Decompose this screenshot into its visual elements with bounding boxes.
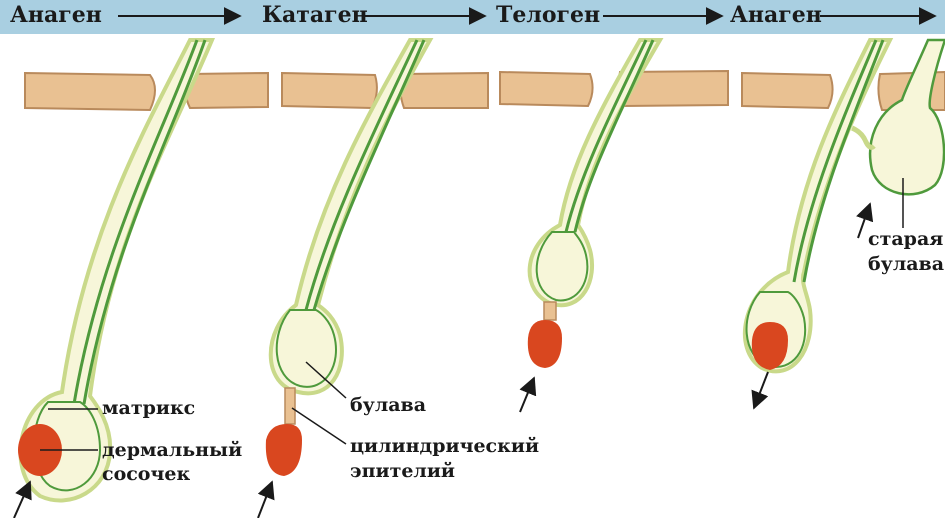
telogen-follicle [500,40,728,412]
label-old-club-line1: старая [868,228,943,251]
label-epithelium-line2: эпителий [350,460,455,483]
stage-label-anagen: Анаген [10,2,102,28]
skin-segment [185,73,268,108]
stage-label-telogen: Телоген [496,2,600,28]
label-club: булава [350,394,426,417]
skin-segment [400,73,488,108]
skin-segment [25,73,155,110]
dermal-papilla [528,320,562,368]
skin-segment [282,73,377,108]
label-matrix: матрикс [102,397,195,420]
club-hair [537,232,588,300]
label-papilla-line1: дермальный [102,439,242,462]
arrow-up-catagen [258,482,272,518]
arrow-down-anagen [754,372,768,408]
skin-segment [742,73,833,108]
label-epithelium-line1: цилиндрический [350,435,539,458]
anagen-new-follicle [742,40,945,408]
arrow-up-anagen [14,482,30,518]
epithelial-strand [285,388,295,424]
old-club-hair [870,40,945,194]
dermal-papilla [266,424,302,476]
skin-segment [500,72,593,106]
stage-label-catagen: Катаген [262,2,368,28]
label-old-club-line2: булава [868,253,944,276]
arrow-up-telogen [520,378,534,412]
stage-label-anagen-2: Анаген [730,2,822,28]
epithelial-strand [544,302,556,320]
club-hair [277,310,336,387]
label-papilla-line2: сосочек [102,463,190,486]
